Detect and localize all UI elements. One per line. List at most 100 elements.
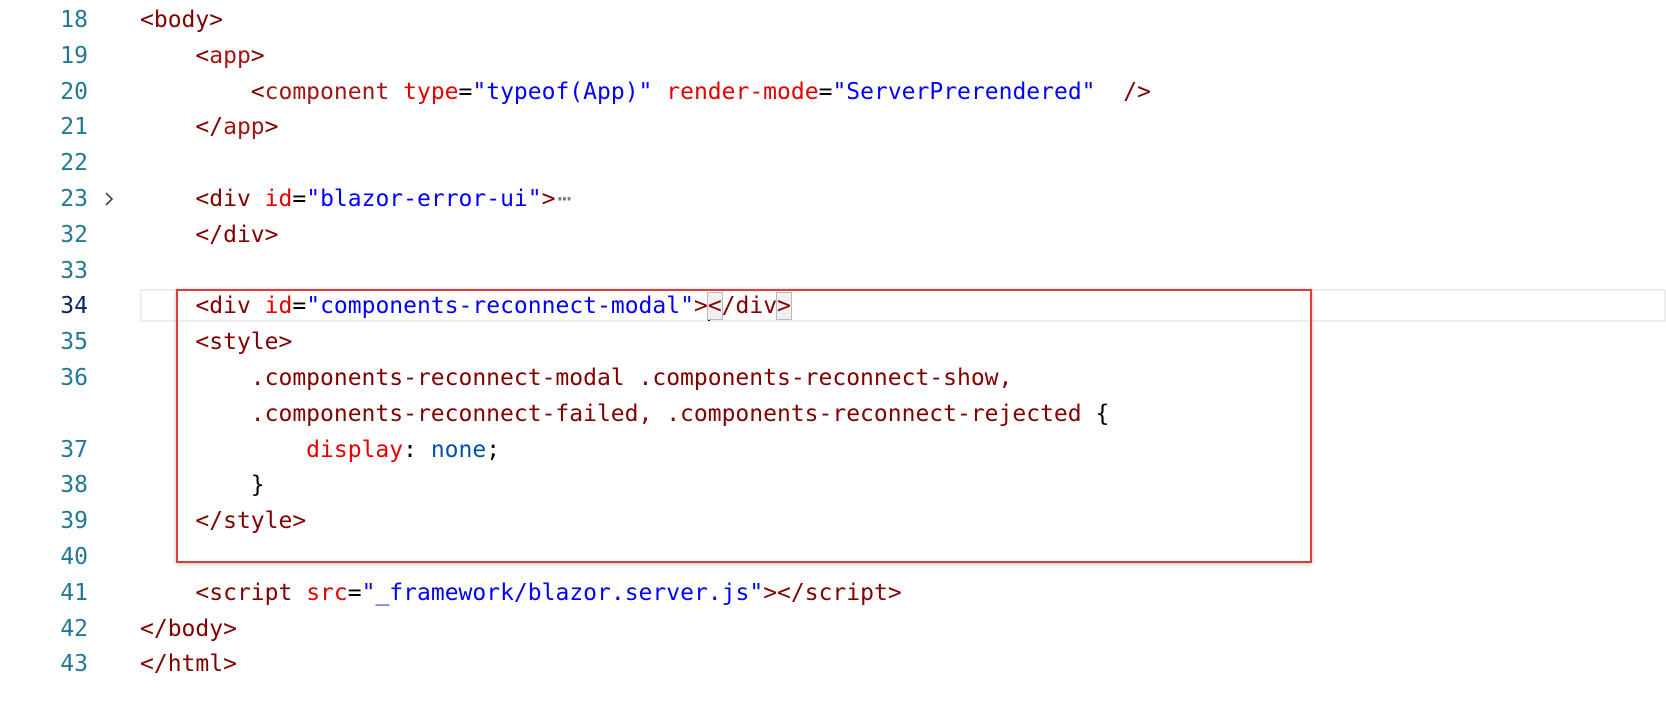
code-token: id <box>264 293 293 320</box>
line-number: 38 <box>60 472 88 499</box>
chevron-right-icon[interactable] <box>100 190 118 208</box>
code-token: : <box>403 436 431 463</box>
code-text: .components-reconnect-modal .components-… <box>140 360 1013 396</box>
code-line[interactable]: 23 <div id="blazor-error-ui">⋯ <box>0 181 1666 217</box>
code-token: = <box>347 579 362 606</box>
code-text: </body> <box>140 611 237 647</box>
code-text: <app> <box>140 38 265 74</box>
code-line[interactable]: 39 </style> <box>0 503 1666 539</box>
code-token: script <box>209 579 293 606</box>
code-token: > <box>278 329 293 356</box>
code-text: </style> <box>140 503 306 539</box>
code-token: div <box>209 293 251 320</box>
code-token: = <box>458 78 473 105</box>
code-token: render-mode <box>666 78 819 105</box>
code-token: < <box>195 42 210 69</box>
code-line[interactable]: 40 <box>0 539 1666 575</box>
code-line[interactable]: 42</body> <box>0 611 1666 647</box>
code-token: > <box>264 114 279 141</box>
line-number: 40 <box>60 544 88 570</box>
line-number: 32 <box>60 221 88 248</box>
code-token: < <box>250 78 265 105</box>
code-token: > <box>264 221 279 248</box>
indent <box>140 79 251 105</box>
code-token: < <box>195 293 210 320</box>
code-token: > <box>292 508 307 535</box>
code-line[interactable]: 18 <body> <box>0 2 1666 38</box>
code-token: > <box>541 186 556 212</box>
line-number: 18 <box>60 7 88 33</box>
code-token: / <box>721 293 736 320</box>
code-token: component <box>264 78 390 105</box>
folded-ellipsis[interactable]: ⋯ <box>557 186 572 212</box>
code-line[interactable]: .components-reconnect-failed, .component… <box>0 396 1666 432</box>
code-token: </ <box>195 508 224 535</box>
code-token: </ <box>195 114 224 141</box>
code-token: > <box>209 7 224 33</box>
code-token: ; <box>486 436 501 463</box>
code-line[interactable]: 43</html> <box>0 646 1666 682</box>
code-token: script <box>804 579 888 606</box>
code-token: html <box>167 651 224 678</box>
line-number: 36 <box>60 365 88 391</box>
code-text: } <box>140 467 265 503</box>
line-number: 22 <box>60 150 88 177</box>
code-token: > <box>887 579 902 606</box>
code-line[interactable]: 19 <app> <box>0 38 1666 74</box>
code-line[interactable]: 20 <component type="typeof(App)" render-… <box>0 74 1666 110</box>
code-token: { <box>1095 400 1110 427</box>
code-line[interactable]: 32 </div> <box>0 217 1666 253</box>
code-token: ></ <box>763 579 805 606</box>
code-text: <style> <box>140 324 292 360</box>
code-line[interactable]: 36 .components-reconnect-modal .componen… <box>0 360 1666 396</box>
code-token: > <box>250 42 265 69</box>
code-line[interactable]: 34 <div id="components-reconnect-modal">… <box>0 288 1666 324</box>
code-token: </ <box>140 651 168 678</box>
code-line[interactable]: 22 <box>0 145 1666 181</box>
code-token: app <box>209 42 251 69</box>
code-token: < <box>195 186 210 212</box>
code-token: body <box>153 7 210 33</box>
code-token: } <box>250 472 265 499</box>
code-token: "components-reconnect-modal" <box>306 293 694 320</box>
code-line[interactable]: 33 <box>0 253 1666 289</box>
code-text: <div id="blazor-error-ui">⋯ <box>140 181 571 217</box>
code-text: <body> <box>140 2 223 38</box>
indent <box>140 222 195 248</box>
code-text: display: none; <box>140 432 500 468</box>
line-number: 34 <box>60 293 88 320</box>
code-token: id <box>264 186 293 212</box>
code-token: > <box>776 292 792 321</box>
code-line[interactable]: 41 <script src="_framework/blazor.server… <box>0 575 1666 611</box>
code-token: < <box>195 579 210 606</box>
indent <box>140 580 195 606</box>
code-token: style <box>223 508 293 535</box>
code-token: .components-reconnect-failed, .component… <box>250 400 1096 427</box>
code-token: div <box>223 221 265 248</box>
code-token: > <box>693 293 708 320</box>
line-number: 20 <box>60 78 88 105</box>
indent <box>140 43 195 69</box>
code-token: = <box>292 293 307 320</box>
code-token <box>389 79 403 105</box>
code-token: </ <box>195 221 224 248</box>
code-token: "ServerPrerendered" <box>832 78 1096 105</box>
code-text: </app> <box>140 109 279 145</box>
code-line[interactable]: 21 </app> <box>0 109 1666 145</box>
code-line[interactable]: 37 display: none; <box>0 432 1666 468</box>
code-token: < <box>195 329 210 356</box>
code-token: "typeof(App)" <box>472 78 653 105</box>
code-token: src <box>306 579 348 606</box>
code-token: = <box>818 78 833 105</box>
code-line[interactable]: 38 } <box>0 467 1666 503</box>
code-token: body <box>167 615 224 642</box>
code-token: < <box>706 292 723 321</box>
code-token: div <box>735 293 778 320</box>
code-line[interactable]: 35 <style> <box>0 324 1666 360</box>
code-token: </ <box>140 615 168 642</box>
code-token: style <box>209 329 279 356</box>
code-token: > <box>223 651 237 678</box>
indent <box>140 114 195 140</box>
code-token: < <box>140 7 154 33</box>
